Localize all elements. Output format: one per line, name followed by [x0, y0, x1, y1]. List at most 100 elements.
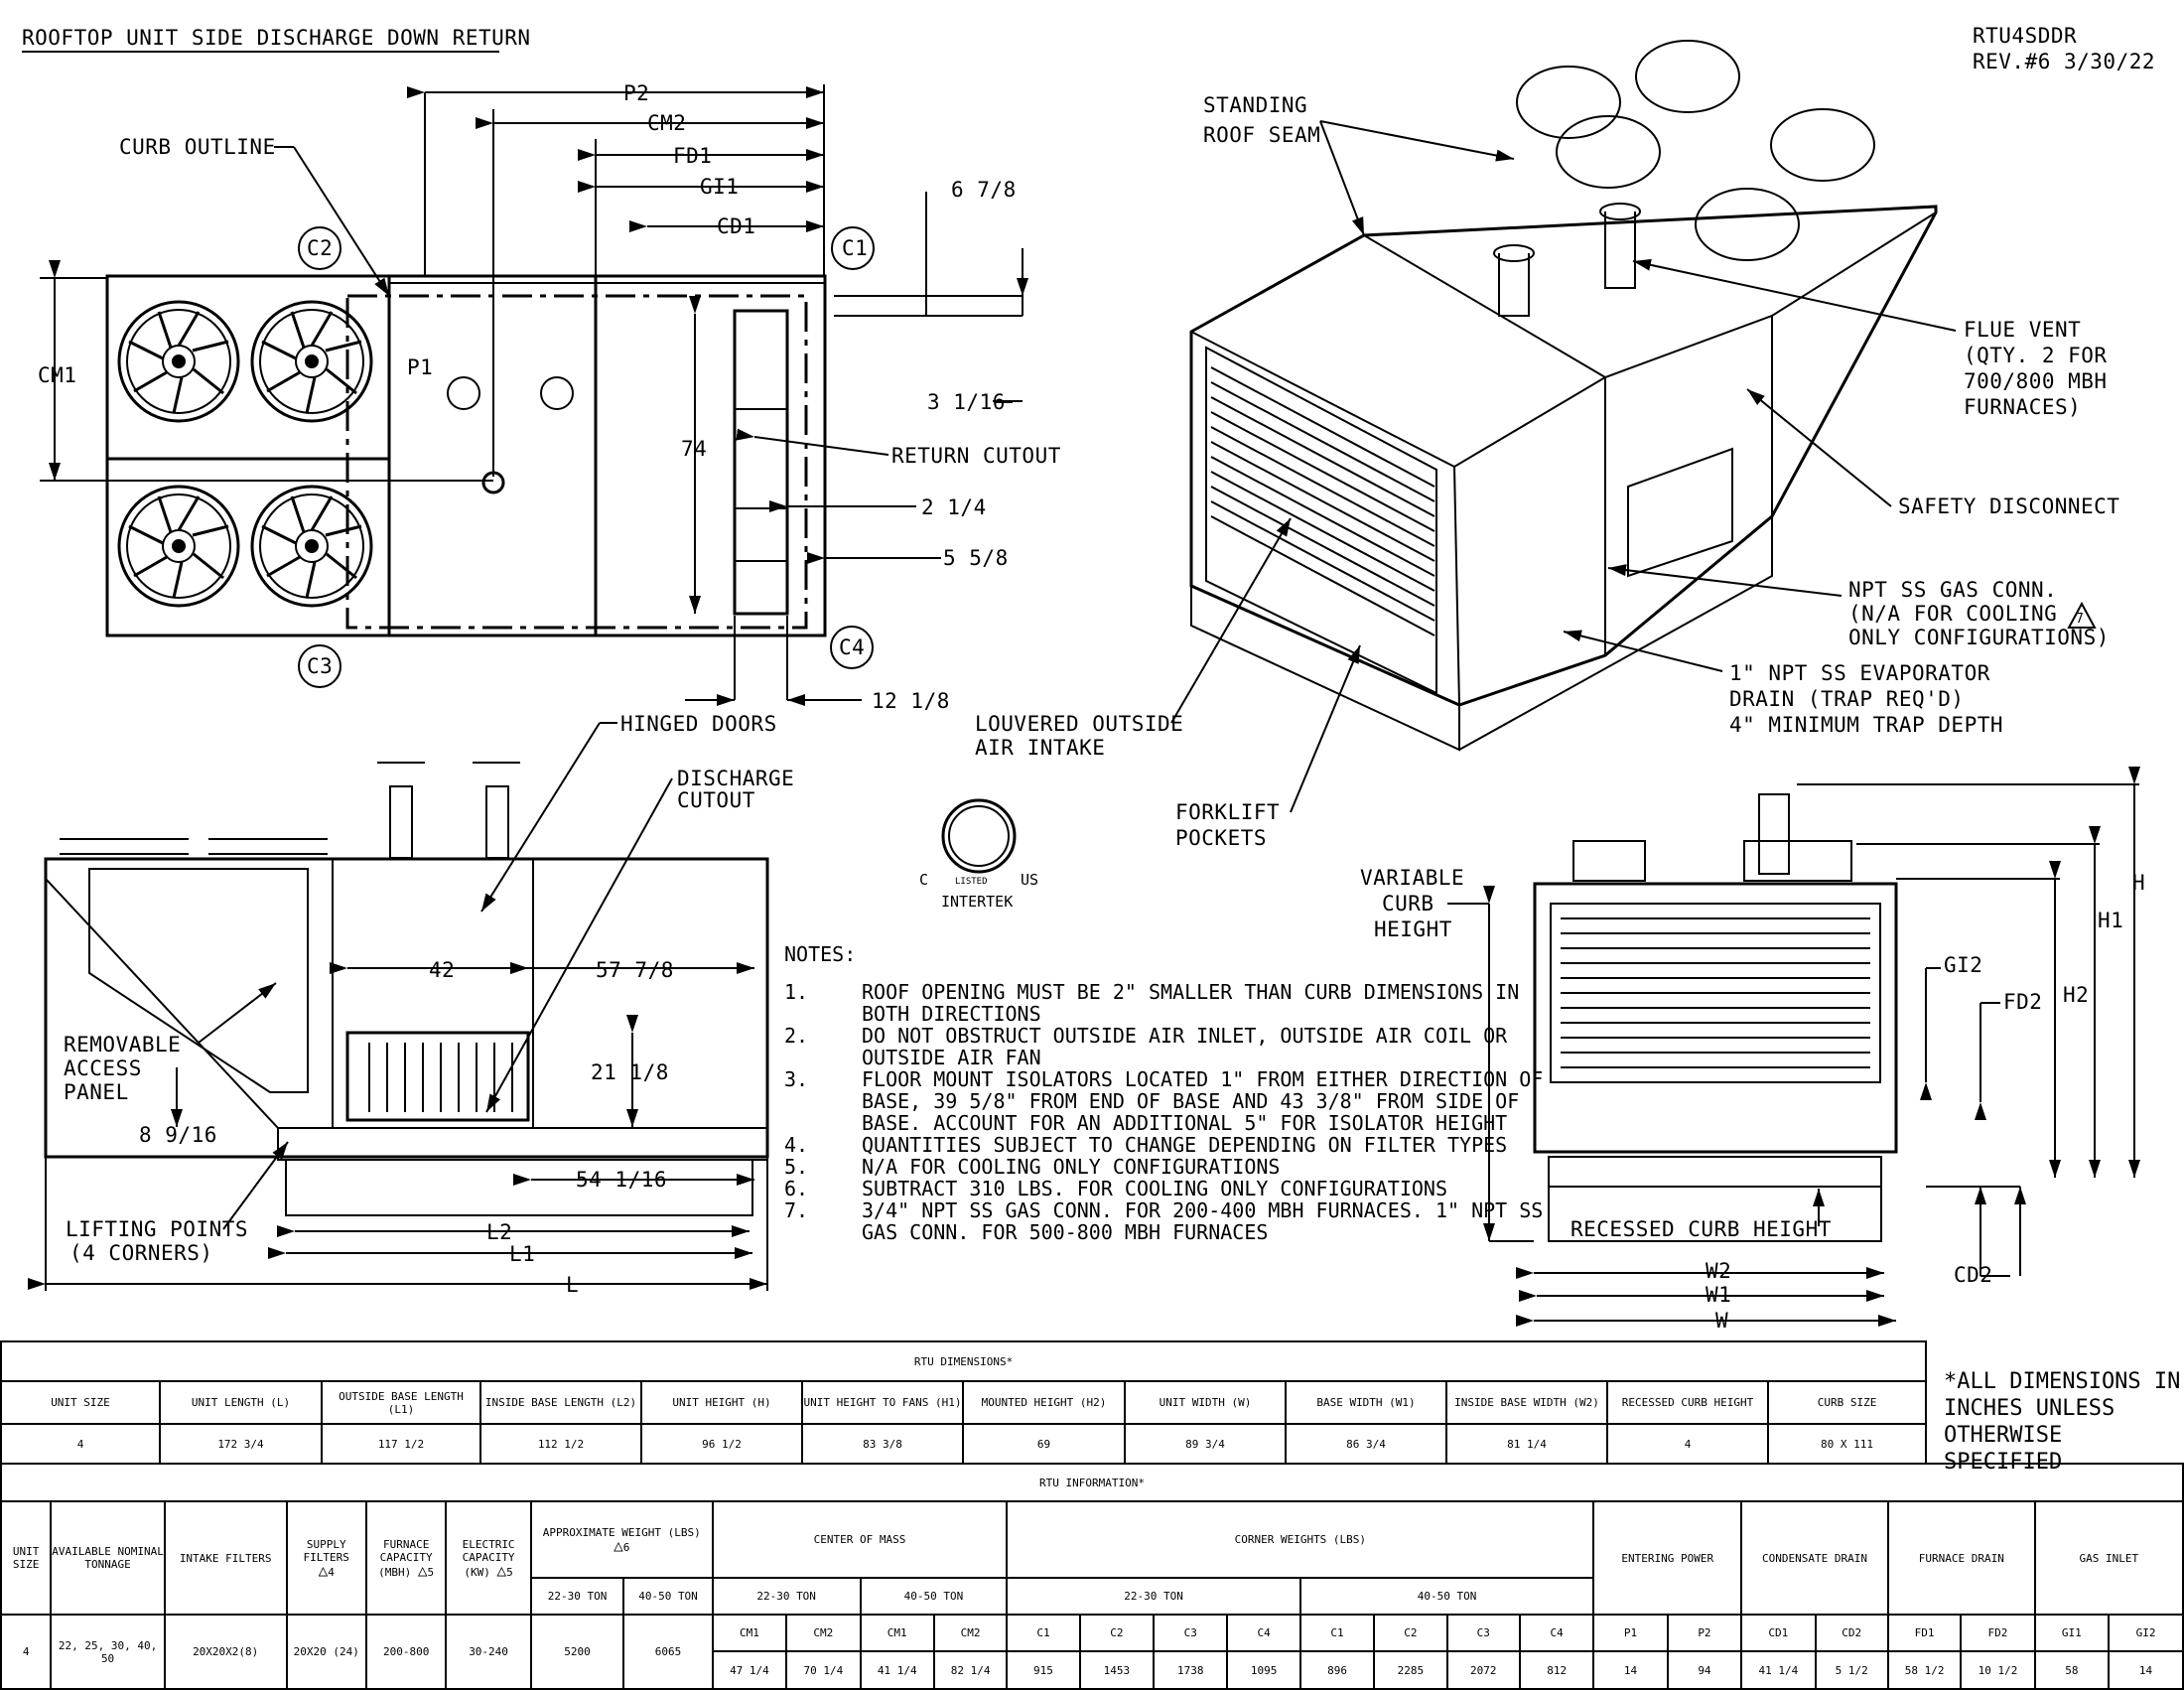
table-cell: 14	[1592, 1650, 1669, 1690]
dimensions-footnote: *ALL DIMENSIONS IN INCHES UNLESS OTHERWI…	[1944, 1368, 2184, 1476]
dim-5-5-8: 5 5/8	[943, 546, 1009, 570]
dim-h2: H2	[2063, 983, 2090, 1007]
flue-vent-label-2: (QTY. 2 FOR	[1964, 344, 2108, 367]
col-header: CORNER WEIGHTS (LBS)	[1006, 1500, 1595, 1579]
removable-panel-label-2: ACCESS	[64, 1056, 142, 1080]
table-cell: 200-800	[364, 1614, 448, 1690]
variable-curb-label-1: VARIABLE	[1360, 866, 1465, 890]
table-cell: 41 1/4	[1740, 1650, 1817, 1690]
sub-header: FD2	[1960, 1614, 2036, 1652]
dim-cd2: CD2	[1954, 1263, 1993, 1287]
cert-us: US	[1021, 871, 1039, 889]
standing-seam-label-2: ROOF SEAM	[1203, 123, 1321, 147]
sub-header: C1	[1006, 1614, 1081, 1652]
dim-w2: W2	[1706, 1259, 1732, 1283]
lifting-points-label-2: (4 CORNERS)	[69, 1241, 213, 1265]
notes-block: NOTES: 1.ROOF OPENING MUST BE 2" SMALLER…	[784, 943, 1547, 1243]
col-header: FURNACE CAPACITY (MBH) △5	[364, 1500, 448, 1616]
drain-label-2: DRAIN (TRAP REQ'D)	[1729, 687, 1965, 711]
hinged-doors-label: HINGED DOORS	[620, 712, 777, 736]
col-header: MOUNTED HEIGHT (H2)	[962, 1380, 1126, 1425]
variable-curb-label-3: HEIGHT	[1374, 917, 1452, 941]
table-cell: 4	[0, 1423, 161, 1465]
table-cell: 94	[1666, 1650, 1743, 1690]
dim-cm1: CM1	[38, 363, 77, 387]
dim-fd2: FD2	[2003, 990, 2043, 1014]
table-cell: 20X20 (24)	[285, 1614, 367, 1690]
col-header: UNIT HEIGHT (H)	[640, 1380, 803, 1425]
dim-12-1-8: 12 1/8	[872, 689, 950, 713]
col-header: INSIDE BASE LENGTH (L2)	[479, 1380, 642, 1425]
col-header: CONDENSATE DRAIN	[1740, 1500, 1889, 1616]
sub-header: C4	[1518, 1614, 1595, 1652]
dim-p2: P2	[623, 81, 650, 105]
sub-header: GI2	[2108, 1614, 2184, 1652]
table-cell: 83 3/8	[801, 1423, 964, 1465]
table-cell: 812	[1518, 1650, 1595, 1690]
note-item: 4.QUANTITIES SUBJECT TO CHANGE DEPENDING…	[784, 1133, 1508, 1157]
notes-heading: NOTES:	[784, 942, 857, 966]
table-cell: 20X20X2(8)	[163, 1614, 288, 1690]
dim-fd1: FD1	[673, 144, 713, 168]
corner-c4: C4	[839, 635, 866, 659]
table-cell: 5200	[529, 1614, 625, 1690]
dim-21-1-8: 21 1/8	[591, 1060, 669, 1084]
information-title: RTU INFORMATION*	[0, 1463, 2184, 1502]
col-header: OUTSIDE BASE LENGTH (L1)	[321, 1380, 481, 1425]
col-header: RECESSED CURB HEIGHT	[1606, 1380, 1769, 1425]
dim-2-1-4: 2 1/4	[921, 495, 987, 519]
corner-c2: C2	[307, 236, 334, 260]
table-cell: 22, 25, 30, 40, 50	[50, 1614, 166, 1690]
table-cell: 6065	[622, 1614, 714, 1690]
sub-header: GI1	[2033, 1614, 2111, 1652]
revision: REV.#6 3/30/22	[1973, 50, 2156, 73]
col-header: 22-30 TON	[529, 1577, 625, 1616]
removable-panel-label-3: PANEL	[64, 1080, 129, 1104]
col-header: UNIT HEIGHT TO FANS (H1)	[801, 1380, 964, 1425]
table-cell: 82 1/4	[932, 1650, 1009, 1690]
corner-c3: C3	[307, 654, 334, 678]
dim-w1: W1	[1706, 1283, 1732, 1307]
corner-c1: C1	[842, 236, 869, 260]
iso-view	[1170, 40, 2097, 813]
table-cell: 96 1/2	[640, 1423, 803, 1465]
cert-mark	[941, 798, 1017, 874]
col-header: UNIT WIDTH (W)	[1124, 1380, 1287, 1425]
discharge-label-2: CUTOUT	[677, 788, 755, 812]
sub-header: CM2	[785, 1614, 862, 1652]
col-header: BASE WIDTH (W1)	[1285, 1380, 1447, 1425]
sub-header: C3	[1445, 1614, 1521, 1652]
table-cell: 896	[1298, 1650, 1376, 1690]
col-header: 40-50 TON	[622, 1577, 714, 1616]
gas-conn-note-ref: 7	[2076, 612, 2084, 627]
forklift-label-2: POCKETS	[1175, 826, 1268, 850]
dim-54-1-16: 54 1/16	[576, 1168, 668, 1192]
cert-brand: INTERTEK	[941, 893, 1014, 911]
sub-header: C2	[1078, 1614, 1156, 1652]
side-view	[28, 762, 769, 1291]
table-cell: 117 1/2	[321, 1423, 481, 1465]
sub-header: C1	[1298, 1614, 1376, 1652]
col-header: CURB SIZE	[1766, 1380, 1928, 1425]
col-header: FURNACE DRAIN	[1886, 1500, 2036, 1616]
sub-header: CM1	[711, 1614, 788, 1652]
col-header: UNIT SIZE	[0, 1380, 161, 1425]
footnote-line: INCHES UNLESS	[1944, 1396, 2116, 1421]
sub-header: C3	[1153, 1614, 1229, 1652]
table-cell: 47 1/4	[711, 1650, 788, 1690]
drain-label-1: 1" NPT SS EVAPORATOR	[1729, 661, 1990, 685]
col-header: SUPPLY FILTERS△4	[285, 1500, 367, 1616]
table-cell: 1095	[1226, 1650, 1301, 1690]
forklift-label-1: FORKLIFT	[1175, 800, 1281, 824]
dim-l1: L1	[509, 1242, 536, 1266]
flue-vent-label-1: FLUE VENT	[1964, 318, 2082, 342]
col-header: UNIT LENGTH (L)	[159, 1380, 323, 1425]
curb-outline-label: CURB OUTLINE	[119, 135, 276, 159]
sub-header: CD1	[1740, 1614, 1817, 1652]
table-cell: 41 1/4	[859, 1650, 935, 1690]
sub-header: P1	[1592, 1614, 1669, 1652]
dim-3-1-16: 3 1/16	[927, 390, 1006, 414]
note-item: 3.FLOOR MOUNT ISOLATORS LOCATED 1" FROM …	[784, 1067, 1544, 1135]
col-header: UNIT SIZE	[0, 1500, 53, 1616]
